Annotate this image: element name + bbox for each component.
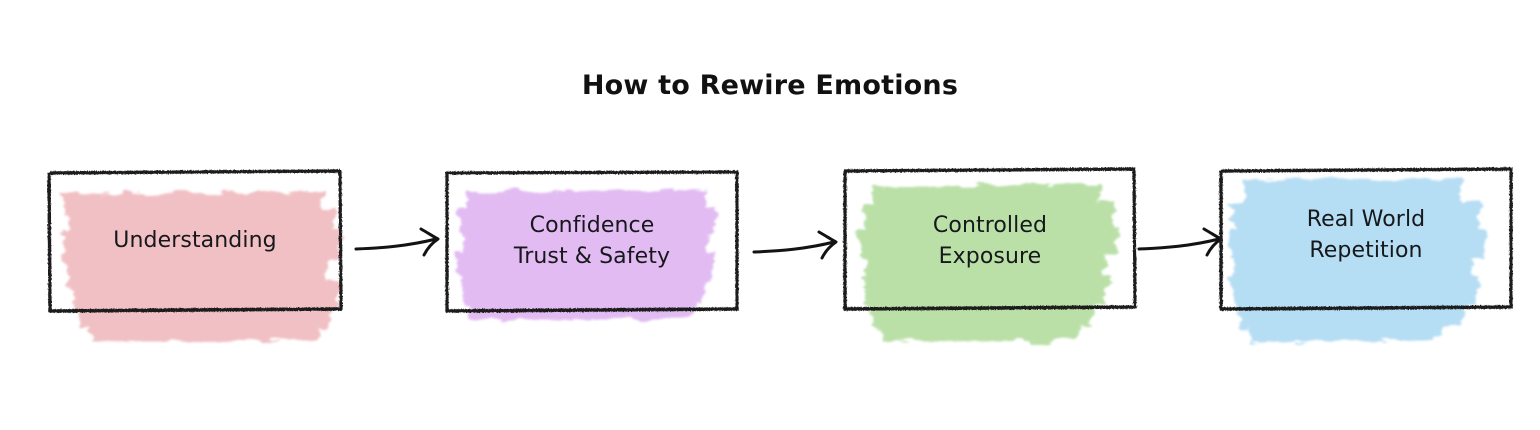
flow-step-1[interactable]: Understanding [47,169,343,342]
flow-arrow-2 [750,225,860,275]
flow-step-3-line2: Exposure [938,244,1042,269]
arrow-right-icon [752,230,838,260]
flow-step-3[interactable]: Controlled Exposure [843,167,1137,342]
flow-step-1-label: Understanding [50,172,340,310]
flow-step-4-line2: Repetition [1309,238,1423,263]
flow-step-4[interactable]: Real World Repetition [1219,167,1513,342]
flow-step-2-label: Confidence Trust & Safety [447,172,737,310]
page-title: How to Rewire Emotions [581,70,959,101]
flow-step-3-label: Controlled Exposure [845,172,1135,310]
flow-step-2-line1: Confidence [529,212,655,238]
flow-step-2[interactable]: Confidence Trust & Safety [445,170,739,320]
flow-step-4-label: Real World Repetition [1221,166,1511,304]
flow-step-3-line1: Controlled [932,212,1048,238]
flow-step-1-line1: Understanding [113,228,277,254]
arrow-right-icon [354,227,440,257]
flow-arrow-1 [352,222,462,272]
flow-step-4-line1: Real World [1306,206,1426,232]
flow-step-2-line2: Trust & Safety [513,244,671,269]
